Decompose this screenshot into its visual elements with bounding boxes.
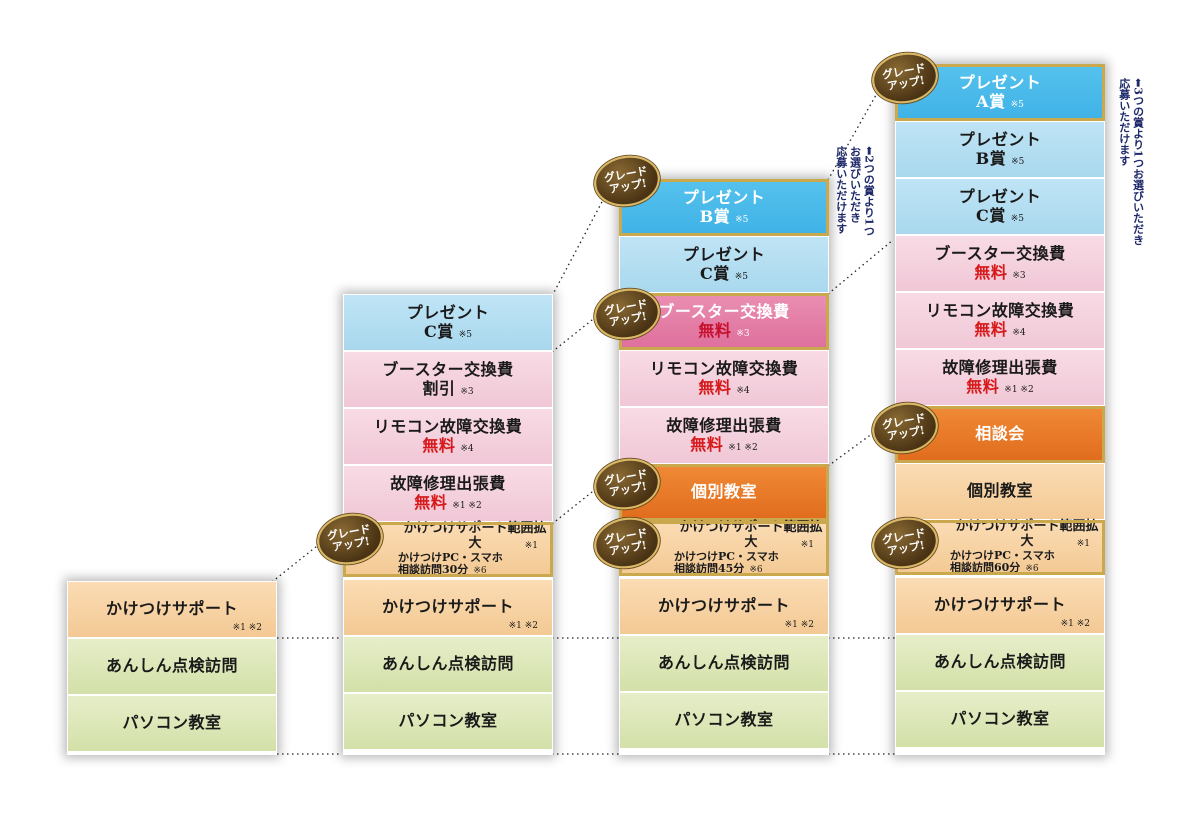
inspection-cell: あんしん点検訪問 — [67, 638, 277, 695]
pc-class-cell: パソコン教室 — [343, 693, 553, 750]
plan-column-1: かけつけサポート ※1 ※2 あんしん点検訪問 パソコン教室 — [67, 581, 277, 755]
arrow-left-icon: ⬅ — [862, 146, 876, 156]
inspection-cell: あんしん点検訪問 — [619, 635, 829, 692]
individual-class-cell: 個別教室 — [895, 463, 1105, 520]
support-cell: かけつけサポート ※1 ※2 — [67, 581, 277, 638]
present-c-cell: プレゼント C賞※5 — [343, 294, 553, 351]
repair-cell: 故障修理出張費 無料※1 ※2 — [895, 349, 1105, 406]
inspection-cell: あんしん点検訪問 — [343, 636, 553, 693]
booster-cell: ブースター交換費 割引※3 — [343, 351, 553, 408]
inspection-cell: あんしん点検訪問 — [895, 634, 1105, 691]
pc-class-cell: パソコン教室 — [67, 695, 277, 752]
plan-column-4: プレゼント A賞※5 プレゼント B賞※5 プレゼント C賞※5 ブースター交換… — [895, 64, 1105, 755]
remote-cell: リモコン故障交換費 無料※4 — [343, 408, 553, 465]
arrow-left-icon: ⬅ — [1131, 78, 1145, 88]
repair-cell: 故障修理出張費 無料※1 ※2 — [343, 465, 553, 522]
support-cell: かけつけサポート ※1 ※2 — [895, 577, 1105, 634]
present-c-cell: プレゼント C賞※5 — [619, 236, 829, 293]
remote-cell: リモコン故障交換費 無料※4 — [895, 292, 1105, 349]
three-prize-note: ⬅3つの賞より1つお選びいただき 応募いただけます — [1117, 78, 1145, 246]
consult-cell: 相談会 — [895, 406, 1105, 463]
booster-cell: ブースター交換費 無料※3 — [895, 235, 1105, 292]
remote-cell: リモコン故障交換費 無料※4 — [619, 350, 829, 407]
present-c-cell: プレゼント C賞※5 — [895, 178, 1105, 235]
pc-class-cell: パソコン教室 — [619, 692, 829, 749]
support-cell: かけつけサポート ※1 ※2 — [619, 578, 829, 635]
repair-cell: 故障修理出張費 無料※1 ※2 — [619, 407, 829, 464]
present-b-cell: プレゼント B賞※5 — [895, 121, 1105, 178]
pc-class-cell: パソコン教室 — [895, 691, 1105, 748]
two-prize-note: ⬅2つの賞より1つ お選びいただき 応募いただけます — [834, 146, 876, 237]
support-cell: かけつけサポート ※1 ※2 — [343, 579, 553, 636]
